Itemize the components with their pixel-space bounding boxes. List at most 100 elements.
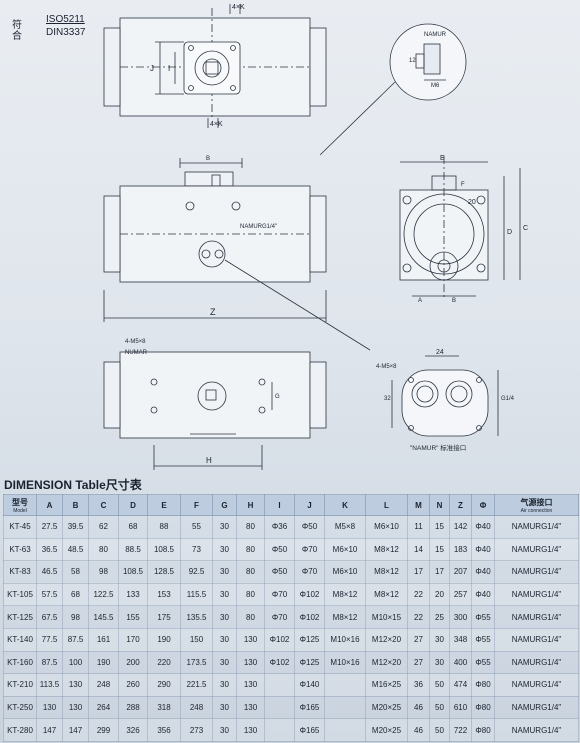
detail-32-label: 32 xyxy=(384,396,391,402)
table-cell xyxy=(324,718,366,742)
table-cell: 68 xyxy=(62,582,89,607)
table-cell: M8×12 xyxy=(365,537,408,562)
table-cell: 80 xyxy=(236,537,265,562)
table-cell: 30 xyxy=(212,627,237,652)
table-cell: 356 xyxy=(147,718,181,742)
table-cell: 108.5 xyxy=(147,537,181,562)
table-cell: 50 xyxy=(429,673,450,697)
side-c-label: C xyxy=(523,225,528,232)
table-cell: 17 xyxy=(407,560,430,584)
table-cell: 80 xyxy=(236,515,265,539)
table-cell: 11 xyxy=(407,515,430,539)
table-cell: Φ40 xyxy=(471,582,495,607)
table-cell: Φ40 xyxy=(471,560,495,584)
side-a-label: A xyxy=(418,298,422,304)
table-cell: M12×20 xyxy=(365,650,408,675)
table-cell: 14 xyxy=(407,537,430,562)
table-cell: 318 xyxy=(147,695,181,720)
table-cell: 87.5 xyxy=(36,650,63,675)
table-cell: 113.5 xyxy=(36,673,63,697)
table-cell: Φ102 xyxy=(264,650,295,675)
table-cell: KT-105 xyxy=(3,582,37,607)
table-cell: Φ80 xyxy=(471,718,495,742)
column-header-label: Φ xyxy=(479,500,487,510)
table-cell: 58 xyxy=(62,560,89,584)
table-cell: Φ102 xyxy=(294,605,325,629)
table-cell: KT-140 xyxy=(3,627,37,652)
table-cell: 288 xyxy=(118,695,148,720)
column-header-sub: Model xyxy=(13,507,27,514)
table-cell: 248 xyxy=(88,673,119,697)
table-cell: Φ70 xyxy=(294,537,325,562)
table-cell: 87.5 xyxy=(62,627,89,652)
table-cell: M6×10 xyxy=(324,537,366,562)
table-cell: 17 xyxy=(429,560,450,584)
table-cell: 348 xyxy=(449,627,472,652)
table-cell: Φ50 xyxy=(294,515,325,539)
table-cell: 88 xyxy=(147,515,181,539)
column-header: N xyxy=(429,494,450,516)
table-cell: 175 xyxy=(147,605,181,629)
table-cell: 260 xyxy=(118,673,148,697)
standard-label: 符合 xyxy=(12,20,22,42)
technical-drawing: 符合 ISO5211 DIN3337 4×K J I 4×K xyxy=(12,4,528,470)
table-cell: 474 xyxy=(449,673,472,697)
table-cell: 80 xyxy=(236,560,265,584)
table-cell: 98 xyxy=(88,560,119,584)
table-cell: 722 xyxy=(449,718,472,742)
table-cell: 30 xyxy=(429,650,450,675)
bottom-m5-label: 4-M5×8 xyxy=(125,339,146,345)
table-cell: 115.5 xyxy=(180,582,213,607)
table-cell: KT-45 xyxy=(3,515,37,539)
b-label: B xyxy=(206,156,210,162)
column-header-label: K xyxy=(342,500,348,510)
side-view xyxy=(399,156,521,300)
table-cell: M10×15 xyxy=(365,605,408,629)
table-cell: 122.5 xyxy=(88,582,119,607)
table-cell: NAMURG1/4" xyxy=(494,695,579,720)
table-cell: NAMURG1/4" xyxy=(494,582,579,607)
table-cell: 173.5 xyxy=(180,650,213,675)
table-cell: 170 xyxy=(118,627,148,652)
column-header: Φ xyxy=(471,494,495,516)
table-cell: 220 xyxy=(147,650,181,675)
table-cell: 190 xyxy=(147,627,181,652)
table-cell xyxy=(264,695,295,720)
table-cell: 150 xyxy=(180,627,213,652)
table-cell: NAMURG1/4" xyxy=(494,537,579,562)
top-view xyxy=(103,4,327,128)
table-cell: 135.5 xyxy=(180,605,213,629)
table-cell: M8×12 xyxy=(365,582,408,607)
table-cell: 36.5 xyxy=(36,537,63,562)
table-cell: Φ55 xyxy=(471,650,495,675)
namur-12: 12 xyxy=(409,58,416,64)
side-20-label: 20 xyxy=(468,199,476,206)
table-cell: M8×12 xyxy=(365,560,408,584)
table-cell: KT-125 xyxy=(3,605,37,629)
table-cell: Φ80 xyxy=(471,695,495,720)
detail-g14-label: G1/4 xyxy=(501,396,515,402)
table-cell xyxy=(324,695,366,720)
table-cell: 133 xyxy=(118,582,148,607)
table-cell: NAMURG1/4" xyxy=(494,718,579,742)
column-header: G xyxy=(212,494,237,516)
table-cell: 46.5 xyxy=(36,560,63,584)
table-cell: 27 xyxy=(407,627,430,652)
table-cell: 20 xyxy=(429,582,450,607)
table-cell: M8×12 xyxy=(324,605,366,629)
table-cell: 130 xyxy=(236,650,265,675)
table-cell: 30 xyxy=(212,560,237,584)
table-cell: 55 xyxy=(180,515,213,539)
table-cell: 22 xyxy=(407,605,430,629)
table-cell: 221.5 xyxy=(180,673,213,697)
table-cell: Φ36 xyxy=(264,515,295,539)
table-cell: 50 xyxy=(429,695,450,720)
table-cell: 130 xyxy=(236,718,265,742)
top-i-label: I xyxy=(168,64,170,73)
column-header-label: 气源接口 xyxy=(520,497,553,507)
